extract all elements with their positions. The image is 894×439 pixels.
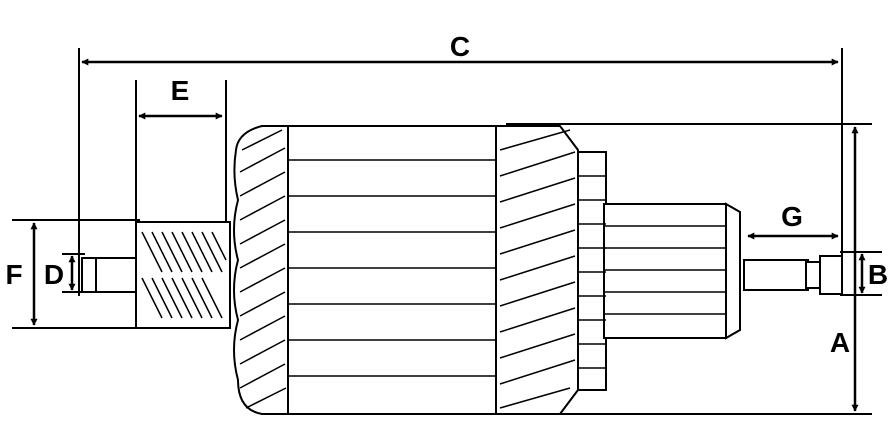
label-c: C — [450, 31, 470, 62]
commutator-end — [725, 202, 741, 340]
left-shaft — [81, 257, 141, 293]
label-e: E — [171, 75, 190, 106]
label-g: G — [781, 201, 803, 232]
armature-body — [81, 125, 843, 415]
shaft-end — [819, 255, 843, 295]
right-shaft — [743, 259, 809, 291]
dimension-lines — [30, 58, 866, 412]
left-winding — [233, 125, 291, 415]
pinion — [135, 221, 231, 329]
label-b: B — [868, 259, 888, 290]
right-winding — [495, 125, 579, 415]
label-f: F — [5, 259, 22, 290]
core — [287, 125, 497, 415]
commutator — [603, 203, 727, 339]
dimension-labels: C E A F D B G — [5, 31, 888, 358]
label-a: A — [830, 327, 850, 358]
hatching — [141, 129, 726, 409]
commutator-ring — [577, 151, 607, 391]
label-d: D — [44, 259, 64, 290]
